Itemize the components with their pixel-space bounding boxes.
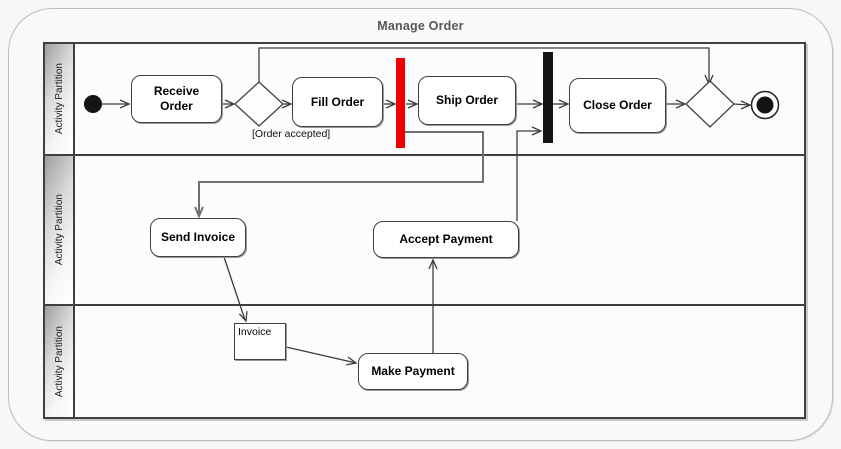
edge-receive-order-to-decision	[222, 99, 236, 109]
edge-initial-to-receive-order	[102, 99, 131, 109]
edge-decision-to-fill-order	[281, 99, 293, 109]
initial-node[interactable]	[84, 95, 102, 113]
merge-node[interactable]	[685, 80, 735, 128]
edge-ship-order-to-join	[516, 99, 544, 109]
action-receive-order[interactable]: Receive Order	[131, 75, 222, 123]
partition-header-1[interactable]: Activity Partition	[45, 44, 75, 154]
final-node[interactable]	[750, 90, 780, 120]
edge-accept-payment-to-join	[516, 126, 543, 221]
diagram-title: Manage Order	[377, 19, 464, 33]
partition-header-3[interactable]: Activity Partition	[45, 306, 75, 417]
partition-header-2[interactable]: Activity Partition	[45, 156, 75, 304]
edge-merge-to-final	[733, 100, 752, 110]
action-accept-payment[interactable]: Accept Payment	[373, 221, 519, 258]
action-close-order[interactable]: Close Order	[569, 78, 666, 133]
edge-fork-to-ship-order	[406, 99, 419, 109]
fork-bar[interactable]	[396, 58, 405, 148]
edge-fill-order-to-fork	[383, 99, 397, 109]
edge-send-invoice-to-invoice	[223, 256, 248, 323]
object-node-invoice[interactable]: Invoice	[234, 323, 286, 360]
action-fill-order[interactable]: Fill Order	[292, 77, 383, 127]
edge-fork-to-send-invoice	[194, 131, 484, 219]
decision-node[interactable]	[234, 81, 284, 127]
guard-label: [Order accepted]	[252, 128, 331, 140]
join-bar[interactable]	[543, 52, 553, 143]
edge-close-order-to-merge	[666, 99, 687, 109]
edge-invoice-to-make-payment	[285, 346, 358, 366]
action-send-invoice[interactable]: Send Invoice	[150, 218, 246, 257]
edge-join-to-close-order	[553, 99, 570, 109]
action-make-payment[interactable]: Make Payment	[358, 353, 468, 390]
edge-make-payment-to-accept-payment	[428, 258, 438, 353]
action-ship-order[interactable]: Ship Order	[418, 76, 516, 125]
